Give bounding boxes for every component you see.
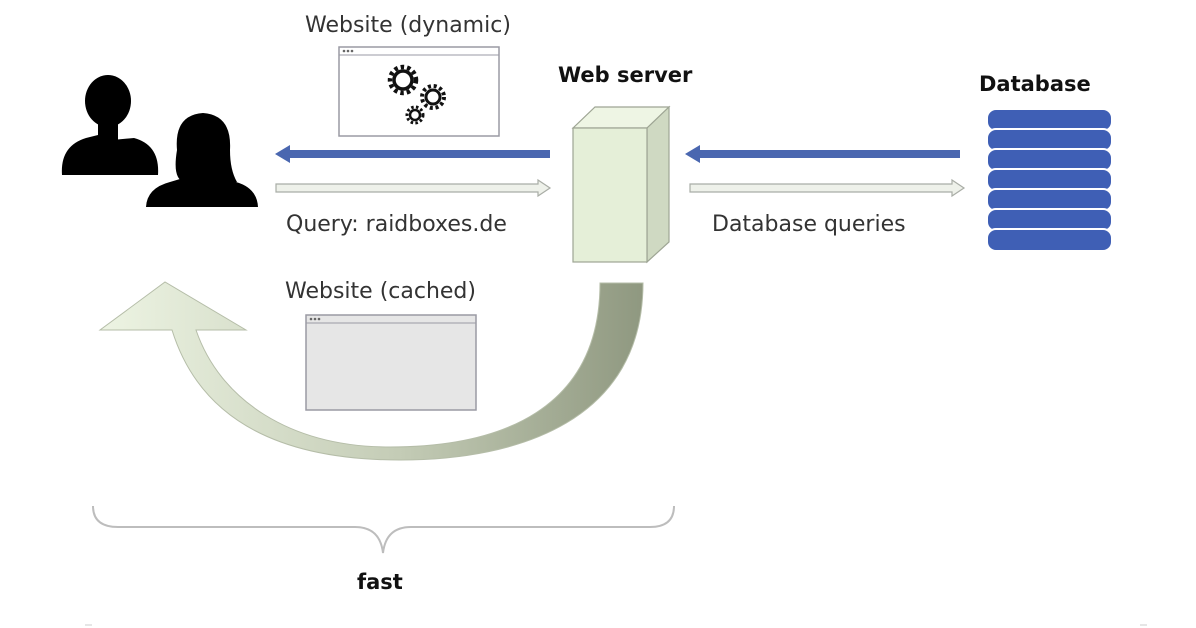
users-silhouette-icon: [61, 75, 258, 207]
website-cached-label: Website (cached): [285, 279, 476, 304]
gears-icon: [387, 64, 446, 125]
request-arrow-users-to-server: [275, 178, 552, 198]
website-dynamic-label: Website (dynamic): [305, 13, 511, 38]
database-label: Database: [979, 72, 1091, 96]
request-arrow-server-to-database: [689, 178, 966, 198]
dynamic-website-window: [338, 46, 500, 137]
cache-return-arrow: [98, 281, 644, 461]
response-arrow-database-to-server: [685, 145, 960, 163]
database-queries-label: Database queries: [712, 212, 906, 237]
response-arrow-server-to-users: [275, 145, 550, 163]
query-label: Query: raidboxes.de: [286, 212, 507, 237]
server-tower-icon: [571, 105, 671, 264]
cached-website-window: [305, 314, 477, 411]
fast-label: fast: [357, 570, 403, 594]
database-stack-icon: [986, 108, 1113, 252]
fast-brace: [92, 505, 675, 554]
web-server-label: Web server: [558, 63, 693, 87]
